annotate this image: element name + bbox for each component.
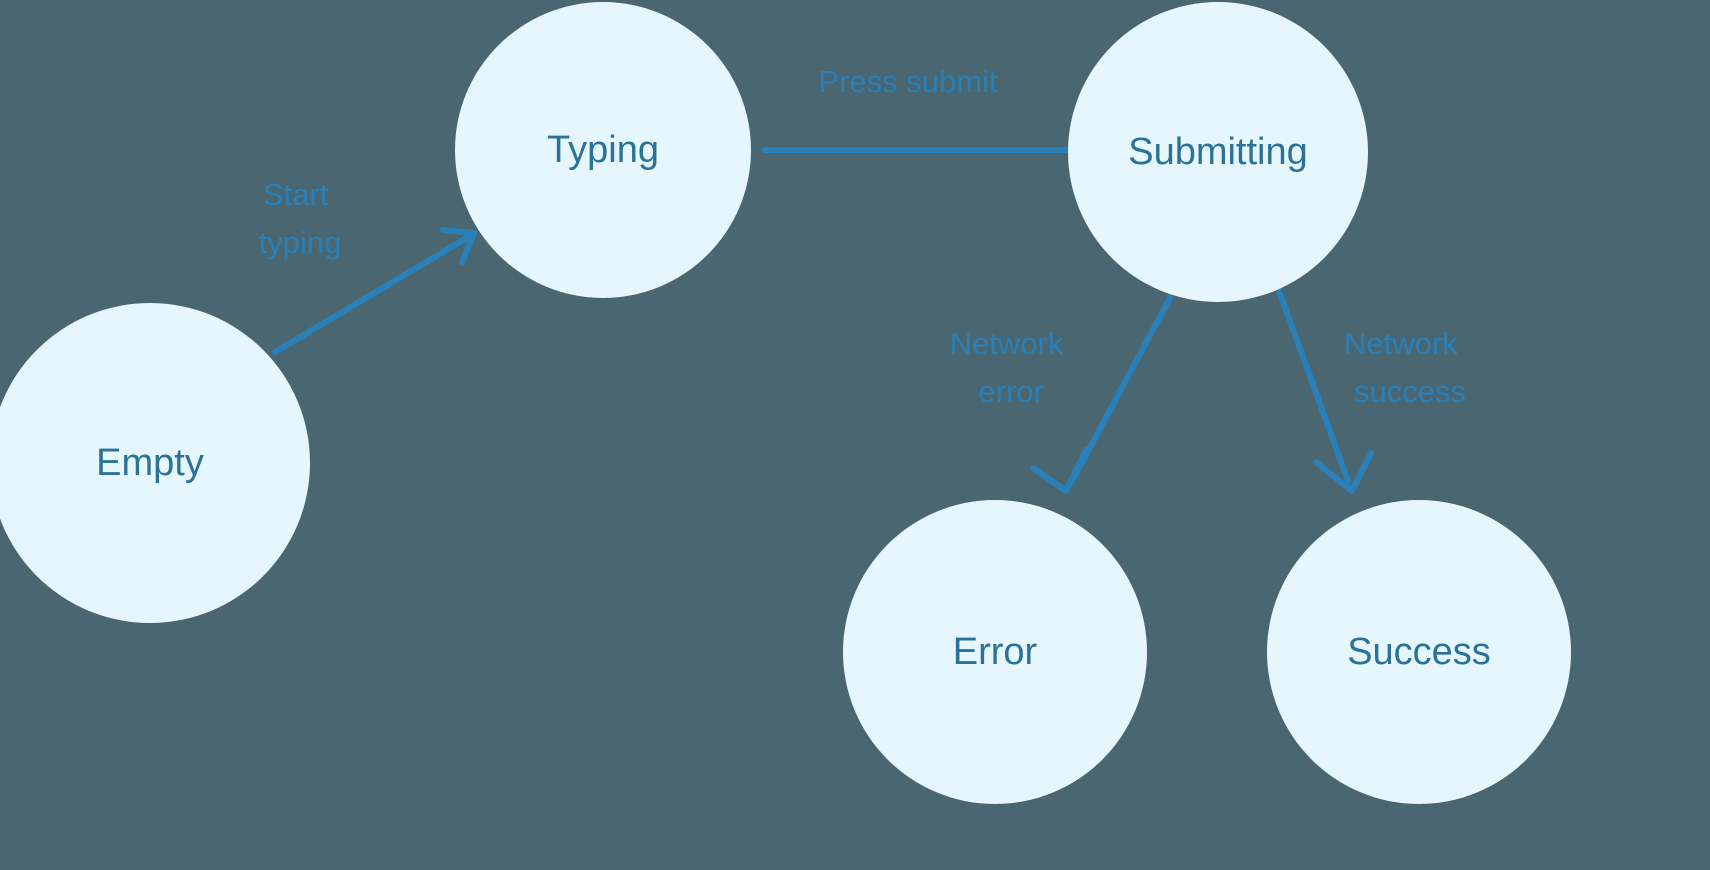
node-typing[interactable]: Typing bbox=[455, 2, 751, 298]
edge-label-network-success: Network success bbox=[1344, 326, 1466, 409]
node-submitting-label: Submitting bbox=[1128, 131, 1308, 173]
edge-submitting-to-success[interactable]: Network success bbox=[1275, 285, 1466, 494]
edge-label-line: Network bbox=[950, 326, 1064, 361]
edge-label-line: error bbox=[979, 374, 1044, 409]
edge-label-network-error: Network error bbox=[950, 326, 1072, 409]
arrowhead-submitting-to-success bbox=[1313, 450, 1374, 494]
edge-line-submitting-to-success bbox=[1275, 285, 1351, 484]
edge-submitting-to-error[interactable]: Network error bbox=[950, 295, 1173, 494]
node-success-label: Success bbox=[1347, 631, 1491, 673]
edge-label-start-typing: Start typing bbox=[259, 177, 342, 260]
node-typing-circle bbox=[455, 2, 751, 298]
edge-label-line: typing bbox=[259, 225, 342, 260]
node-typing-label: Typing bbox=[547, 129, 659, 171]
node-error-label: Error bbox=[953, 631, 1038, 673]
node-success-circle bbox=[1267, 500, 1571, 804]
node-error-circle bbox=[843, 500, 1147, 804]
edge-label-line: Network bbox=[1344, 326, 1458, 361]
edge-line-empty-to-typing bbox=[272, 233, 473, 355]
node-submitting[interactable]: Submitting bbox=[1068, 2, 1368, 302]
edge-label-press-submit: Press submit bbox=[818, 64, 998, 99]
edge-label-line: Press submit bbox=[818, 64, 998, 99]
edge-label-line: Start bbox=[263, 177, 329, 212]
edge-empty-to-typing[interactable]: Start typing bbox=[259, 177, 477, 355]
node-success[interactable]: Success bbox=[1267, 500, 1571, 804]
edge-typing-to-submitting[interactable]: Press submit bbox=[762, 64, 1145, 181]
edge-label-line: success bbox=[1354, 374, 1466, 409]
arrowhead-empty-to-typing bbox=[440, 227, 477, 265]
node-empty-label: Empty bbox=[96, 442, 204, 484]
node-submitting-circle bbox=[1068, 2, 1368, 302]
node-error[interactable]: Error bbox=[843, 500, 1147, 804]
node-empty[interactable]: Empty bbox=[0, 303, 310, 623]
arrowhead-submitting-to-error bbox=[1030, 447, 1089, 494]
node-empty-circle bbox=[0, 303, 310, 623]
